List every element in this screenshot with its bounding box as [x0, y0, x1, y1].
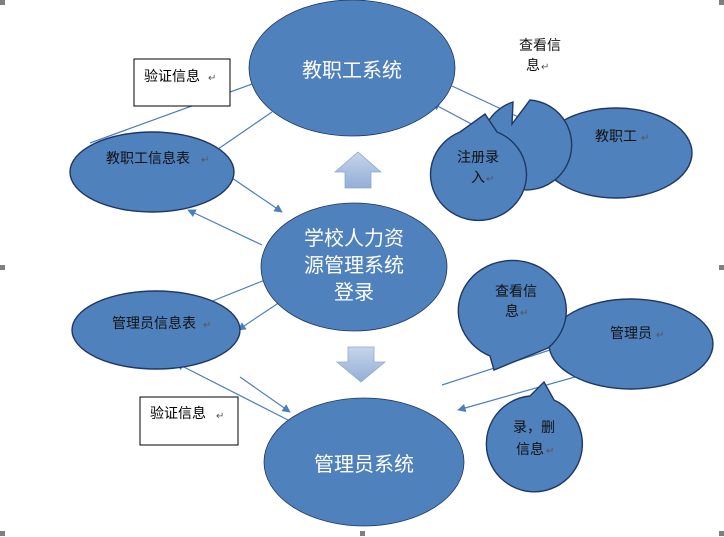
admin-info-table-node: [71, 290, 241, 370]
staff-system-node: [248, 0, 456, 137]
login-node: [260, 202, 448, 332]
register-line1: 注册录: [457, 150, 499, 166]
admin-info-table-label: 管理员信息表: [112, 315, 196, 332]
arrow-line: [237, 301, 281, 331]
admin-user-label: 管理员: [610, 326, 652, 342]
return-mark: ↵: [208, 73, 216, 84]
login-label-line3: 登录: [334, 280, 374, 304]
register-line2: 入: [471, 170, 485, 186]
edit-line1: 录，删: [513, 420, 555, 436]
verify-box-bottom-label: 验证信息: [150, 405, 206, 422]
staff-view-line1: 查看信: [519, 38, 561, 54]
admin-system-node: [263, 397, 465, 527]
login-label-line2: 源管理系统: [304, 253, 404, 277]
staff-info-table-label: 教职工信息表: [106, 150, 190, 167]
admin-system-label: 管理员系统: [314, 452, 414, 476]
return-mark: ↵: [486, 174, 494, 185]
arrow-line: [175, 362, 289, 421]
selection-handle[interactable]: [0, 265, 5, 270]
admin-user-node: [548, 298, 714, 390]
down-block-arrow: [335, 346, 387, 383]
arrow-line: [231, 177, 283, 213]
staff-user-label: 教职工: [595, 129, 637, 145]
selection-handle[interactable]: [0, 531, 5, 536]
login-label-line1: 学校人力资: [304, 226, 404, 250]
selection-handle[interactable]: [719, 0, 724, 5]
return-mark: ↵: [216, 411, 224, 422]
staff-info-table-node: [69, 131, 235, 213]
admin-view-line2: 息: [505, 303, 519, 320]
selection-handle[interactable]: [0, 0, 5, 5]
selection-handle[interactable]: [719, 265, 724, 270]
selection-handle[interactable]: [360, 531, 365, 536]
arrow-line: [187, 209, 263, 246]
return-mark: ↵: [656, 330, 664, 341]
selection-handle[interactable]: [719, 531, 724, 536]
staff-view-line2: 息: [526, 57, 540, 74]
return-mark: ↵: [541, 62, 549, 73]
return-mark: ↵: [520, 308, 528, 319]
return-mark: ↵: [546, 446, 554, 457]
edit-line2: 信息: [516, 441, 544, 458]
return-mark: ↵: [641, 133, 649, 144]
admin-view-bubble: [457, 259, 567, 371]
arrow-line: [239, 376, 291, 413]
up-block-arrow: [333, 151, 383, 189]
verify-box-top-label: 验证信息: [144, 68, 200, 85]
arrow-line: [457, 376, 576, 412]
verify-box-bottom: [139, 396, 239, 446]
verify-box-top: [133, 58, 231, 107]
return-mark: ↵: [201, 155, 209, 166]
admin-view-line1: 查看信: [495, 284, 537, 300]
edit-bubble: [485, 380, 583, 493]
return-mark: ↵: [203, 320, 211, 331]
register-bubble: [429, 113, 528, 222]
staff-system-label: 教职工系统: [302, 58, 402, 82]
